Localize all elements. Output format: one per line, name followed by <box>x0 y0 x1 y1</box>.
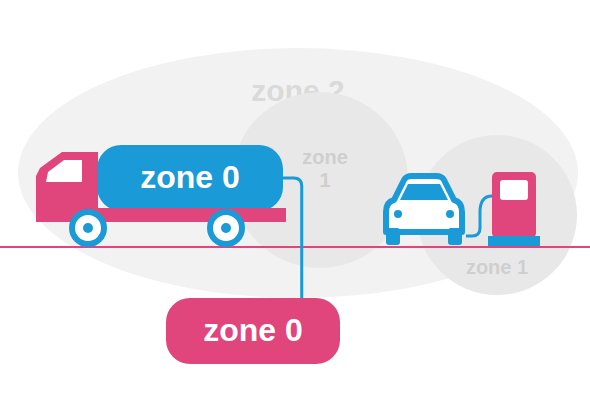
zone-label: zone 0 <box>166 312 340 349</box>
car <box>386 176 462 245</box>
pill-fill <box>97 145 283 211</box>
zone-label: zone 1 <box>417 256 577 279</box>
ellipse-fill <box>18 48 578 298</box>
pill-fill <box>166 298 340 364</box>
zone-label: zone 0 <box>97 159 283 196</box>
truck <box>36 152 286 244</box>
zone-label: zone 1 <box>295 146 355 192</box>
pipe-connector <box>283 178 302 298</box>
fuel-pump <box>466 172 540 246</box>
circle-fill <box>232 92 408 268</box>
underground-tank-box: zone 0 <box>166 298 340 364</box>
tank-box: zone 0 <box>97 145 283 211</box>
